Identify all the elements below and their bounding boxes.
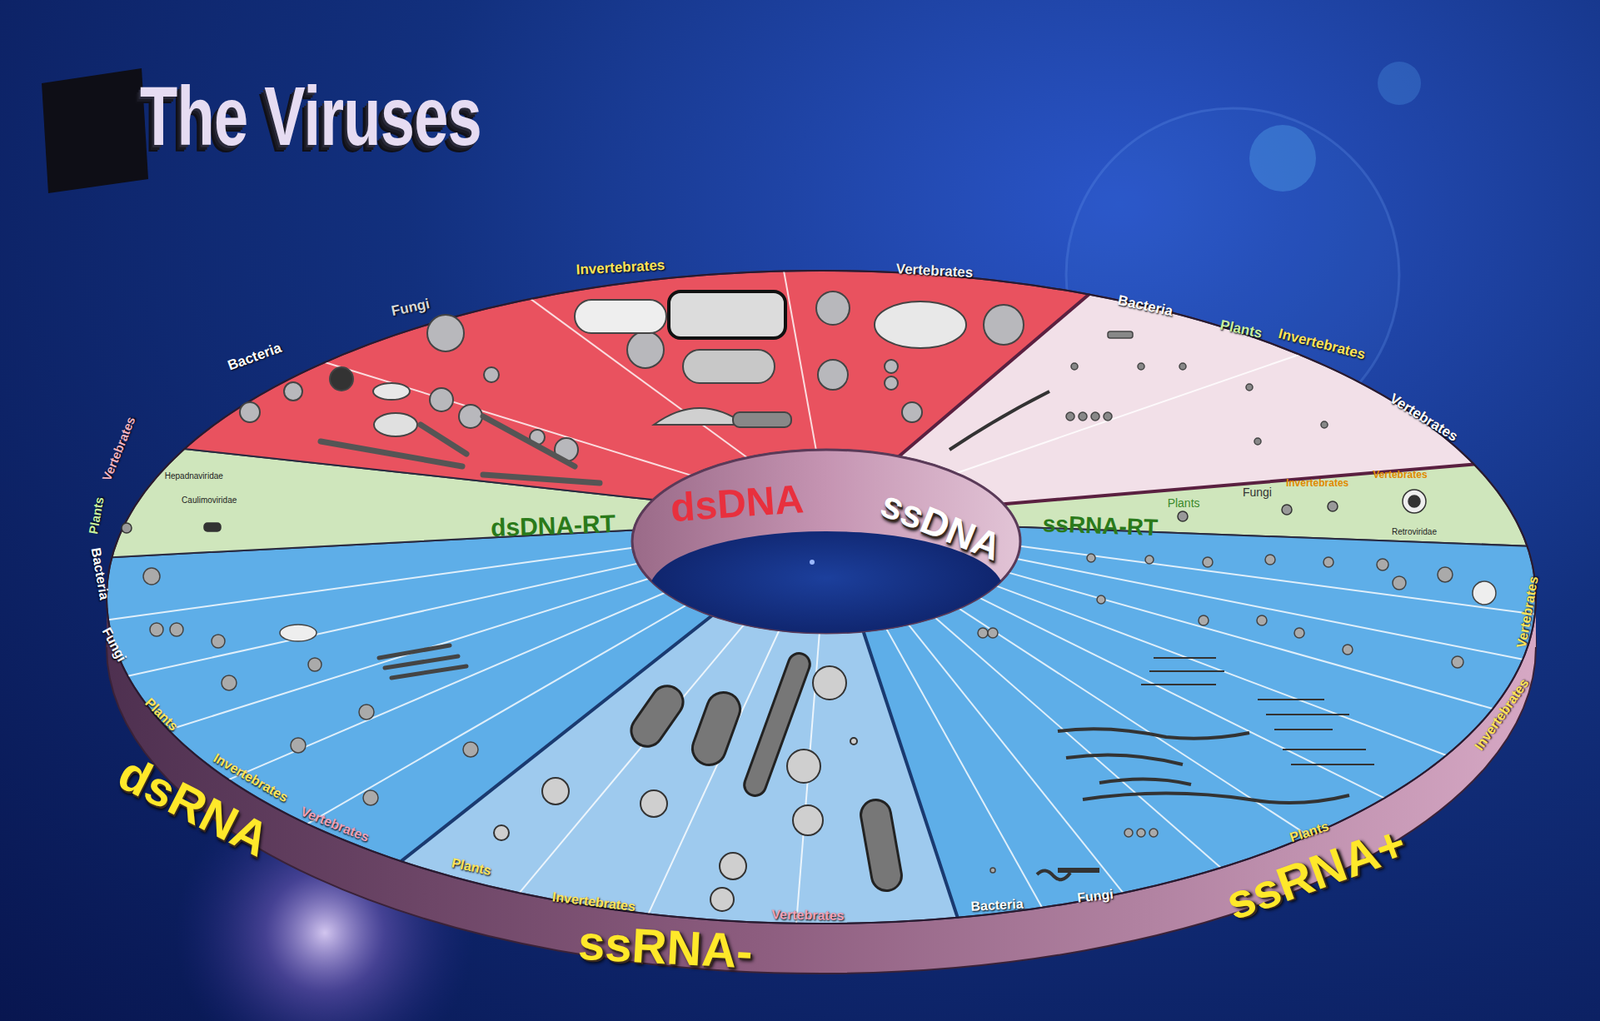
host-label: Plants — [1218, 317, 1264, 342]
host-divider — [108, 548, 633, 621]
host-label: Vertebrates — [1372, 469, 1427, 481]
host-divider — [979, 598, 1386, 799]
group-label: ssRNA-RT — [1041, 511, 1158, 542]
host-divider — [996, 585, 1447, 756]
host-divider — [307, 604, 688, 824]
host-label: Plants — [141, 694, 180, 733]
disk-edge — [106, 270, 1536, 924]
virion-icons — [493, 666, 858, 912]
group-divider — [401, 615, 713, 862]
host-label: Vertebrates — [99, 414, 139, 484]
ssdna-filament — [949, 391, 1050, 450]
group-label: ssRNA- — [577, 916, 755, 979]
virion-icons — [1066, 331, 1328, 445]
host-label: Bacteria — [1116, 292, 1175, 320]
virion-icons — [977, 553, 1496, 873]
host-divider — [1016, 558, 1524, 660]
host-divider — [1020, 546, 1536, 615]
host-label: Fungi — [1242, 486, 1272, 499]
group-label: dsDNA — [668, 477, 805, 531]
host-label: Vertebrates — [895, 261, 973, 282]
host-label: Bacteria — [226, 340, 285, 375]
group-label: dsRNA — [109, 746, 278, 868]
host-label: Fungi — [99, 625, 130, 665]
host-label: Invertebrates — [575, 258, 666, 279]
virion-capsules — [624, 650, 904, 893]
lens-flare — [1377, 61, 1421, 105]
host-label: Bacteria — [88, 546, 112, 601]
text-dashes — [1141, 657, 1375, 765]
group-label: ssDNA — [874, 482, 1007, 569]
host-label: Vertebrates — [298, 803, 371, 845]
host-label: Invertebrates — [1276, 326, 1366, 364]
host-label: Invertebrates — [1285, 478, 1349, 489]
virion-tails — [320, 416, 600, 484]
host-label: Invertebrates — [551, 889, 637, 915]
host-label: Vertebrates — [1386, 391, 1461, 446]
host-label: Fungi — [1076, 887, 1114, 906]
host-divider — [127, 563, 638, 677]
host-divider — [907, 624, 1123, 894]
host-label: Vertebrates — [1514, 575, 1541, 650]
virion-icons — [239, 291, 1024, 462]
title: The Viruses — [139, 68, 482, 165]
host-label: Plants — [1167, 497, 1201, 510]
host-label: Bacteria — [970, 896, 1024, 914]
title-block — [41, 68, 149, 194]
lens-flare — [1249, 124, 1316, 192]
family-label: Retroviridae — [1391, 527, 1437, 537]
family-label: Caulimoviridae — [181, 495, 237, 505]
host-label: Plants — [86, 495, 107, 535]
group-label: dsDNA-RT — [489, 509, 616, 542]
host-label: Invertebrates — [1471, 675, 1532, 753]
family-label: Hepadnaviridae — [164, 470, 224, 480]
disk-sector — [898, 294, 1475, 505]
host-label: Plants — [450, 856, 494, 879]
host-divider — [934, 617, 1221, 868]
star — [809, 559, 815, 565]
virion-icons — [143, 568, 479, 806]
host-divider — [324, 362, 692, 476]
host-label: Fungi — [389, 296, 431, 320]
host-label: Vertebrates — [772, 907, 845, 923]
virion-rods — [378, 645, 467, 678]
host-divider — [518, 624, 744, 894]
host-divider — [229, 593, 666, 781]
